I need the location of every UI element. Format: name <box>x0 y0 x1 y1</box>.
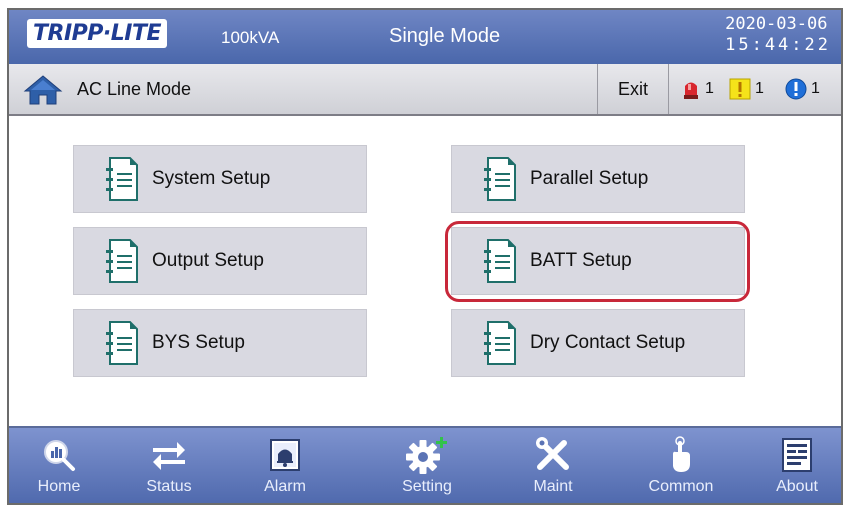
nav-alarm-label: Alarm <box>264 478 306 495</box>
system-setup-button[interactable]: System Setup <box>73 145 367 213</box>
info-count: 1 <box>811 80 820 97</box>
nav-home[interactable]: Home <box>11 428 107 503</box>
output-setup-button[interactable]: Output Setup <box>73 227 367 295</box>
nav-maint[interactable]: Maint <box>505 428 601 503</box>
nav-setting[interactable]: Setting <box>379 428 475 503</box>
system-mode-label: Single Mode <box>389 25 501 47</box>
nav-common-label: Common <box>648 478 714 495</box>
nav-maint-label: Maint <box>533 478 573 495</box>
document-icon <box>484 239 516 283</box>
warning-status[interactable]: 1 <box>729 78 764 100</box>
document-icon <box>484 321 516 365</box>
top-header: TRIPP·LITE 100kVA Single Mode 2020-03-06… <box>9 10 841 64</box>
document-icon <box>106 157 138 201</box>
datetime: 2020-03-06 15:44:22 <box>725 14 831 56</box>
nav-status[interactable]: Status <box>121 428 217 503</box>
exit-button[interactable]: Exit <box>597 64 669 114</box>
date-text: 2020-03-06 <box>725 14 828 34</box>
dry-contact-setup-label: Dry Contact Setup <box>530 332 686 353</box>
operating-mode: AC Line Mode <box>77 79 192 99</box>
gear-icon <box>406 437 447 474</box>
parallel-setup-button[interactable]: Parallel Setup <box>451 145 745 213</box>
document-info-icon <box>782 438 812 472</box>
output-setup-label: Output Setup <box>152 250 264 271</box>
ups-screen: TRIPP·LITE 100kVA Single Mode 2020-03-06… <box>7 8 843 505</box>
parallel-setup-label: Parallel Setup <box>530 168 649 189</box>
status-bar: AC Line Mode Exit 1 1 1 <box>9 64 841 116</box>
tripp-lite-logo: TRIPP·LITE <box>27 19 167 48</box>
nav-home-label: Home <box>37 478 81 495</box>
magnifier-chart-icon <box>44 440 75 471</box>
document-icon <box>106 239 138 283</box>
document-icon <box>484 157 516 201</box>
system-setup-label: System Setup <box>152 168 271 189</box>
nav-about-label: About <box>776 478 818 495</box>
capacity-label: 100kVA <box>221 28 280 47</box>
document-icon <box>106 321 138 365</box>
info-status[interactable]: 1 <box>785 78 820 100</box>
swap-arrows-icon <box>153 442 185 470</box>
batt-setup-label: BATT Setup <box>530 250 632 271</box>
bys-setup-button[interactable]: BYS Setup <box>73 309 367 377</box>
nav-common[interactable]: Common <box>633 428 729 503</box>
nav-alarm[interactable]: Alarm <box>237 428 333 503</box>
tools-icon <box>536 437 569 470</box>
alarm-status[interactable]: 1 <box>681 78 714 100</box>
bys-setup-label: BYS Setup <box>152 332 245 353</box>
bell-icon <box>270 439 300 471</box>
nav-status-label: Status <box>146 478 192 495</box>
bottom-nav: Home Status Alarm <box>9 426 841 503</box>
alarm-light-icon <box>684 82 698 99</box>
nav-about[interactable]: About <box>749 428 841 503</box>
batt-setup-button[interactable]: BATT Setup <box>451 227 745 295</box>
home-icon[interactable] <box>23 74 63 106</box>
warning-count: 1 <box>755 80 764 97</box>
time-text: 15:44:22 <box>725 35 831 55</box>
dry-contact-setup-button[interactable]: Dry Contact Setup <box>451 309 745 377</box>
info-icon <box>785 78 807 100</box>
warning-icon <box>729 78 751 100</box>
hand-pointer-icon <box>673 436 690 472</box>
alarm-count: 1 <box>705 80 714 97</box>
nav-setting-label: Setting <box>402 478 452 495</box>
